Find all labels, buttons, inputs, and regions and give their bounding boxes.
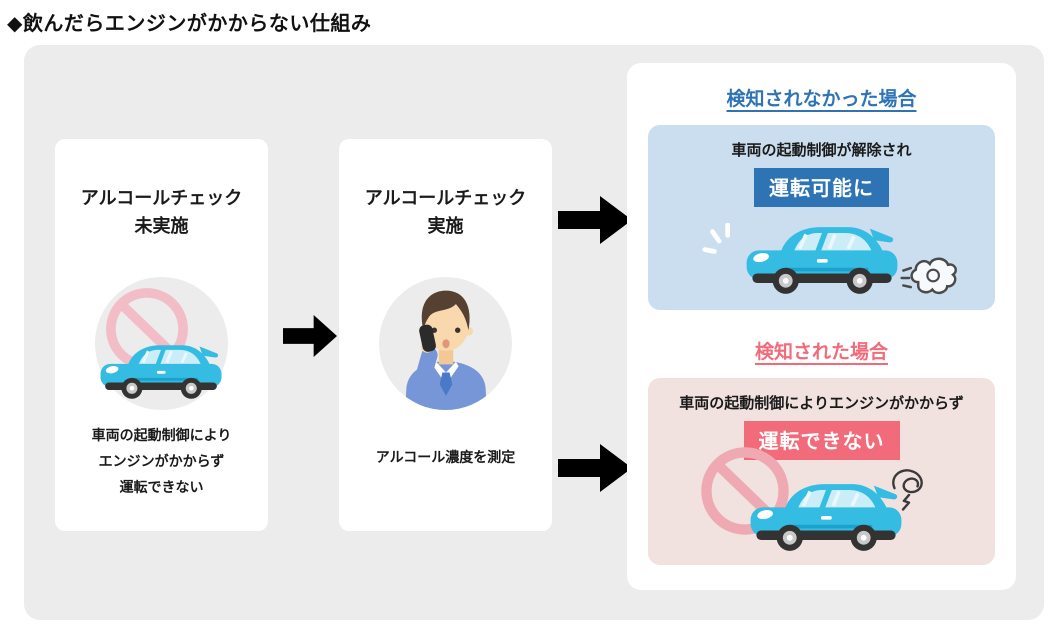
person-breathalyzer-icon <box>383 287 509 410</box>
flow-arrow-pink-icon <box>558 444 632 492</box>
card-caption-line: 運転できない <box>119 479 204 495</box>
card-caption: アルコール濃度を測定 <box>339 444 552 470</box>
car-icon <box>97 337 225 407</box>
card-outcomes: 検知されなかった場合 車両の起動制御が解除され 運転可能に 検知された場合 車両… <box>627 63 1016 590</box>
card-caption: 車両の起動制御により エンジンがかからず 運転できない <box>55 422 268 500</box>
car-icon <box>746 474 906 561</box>
panel-description: 車両の起動制御によりエンジンがかからず <box>679 395 964 412</box>
card-heading-line: 実施 <box>427 216 464 236</box>
not-drivable-badge: 運転できない <box>743 421 900 460</box>
card-heading: アルコールチェック 実施 <box>339 184 552 240</box>
diagram-board: アルコールチェック 未実施 車両の起動制御により エンジンがかからず 運転できな… <box>24 45 1044 620</box>
outcome-detected-heading: 検知された場合 <box>754 342 888 363</box>
panel-description: 車両の起動制御が解除され <box>731 142 912 159</box>
blocked-car-illustration <box>95 277 228 410</box>
car-icon <box>742 217 902 304</box>
exhaust-puff-icon <box>900 249 958 307</box>
card-alcohol-check-not-done: アルコールチェック 未実施 車両の起動制御により エンジンがかからず 運転できな… <box>55 139 268 531</box>
page-title: ◆飲んだらエンジンがかからない仕組み <box>7 13 372 35</box>
flow-arrow-blue-icon <box>558 196 632 244</box>
outcome-not-detected-heading: 検知されなかった場合 <box>726 89 917 110</box>
card-heading-line: アルコールチェック <box>80 188 243 208</box>
flow-arrow-gray-icon <box>283 315 337 357</box>
engine-stall-squiggle-icon <box>886 466 932 512</box>
card-caption-line: 車両の起動制御により <box>91 427 232 443</box>
card-heading-line: アルコールチェック <box>364 188 527 208</box>
panel-not-detected: 車両の起動制御が解除され 運転可能に <box>648 125 995 310</box>
card-caption-line: アルコール濃度を測定 <box>375 449 516 465</box>
card-heading-line: 未実施 <box>134 216 189 236</box>
drivable-badge: 運転可能に <box>754 168 889 207</box>
panel-detected: 車両の起動制御によりエンジンがかからず 運転できない <box>648 378 995 565</box>
card-caption-line: エンジンがかからず <box>98 453 225 469</box>
breathalyzer-test-illustration <box>379 277 512 410</box>
sparkle-icon <box>702 223 740 261</box>
card-alcohol-check-done: アルコールチェック 実施 アルコール濃度を測定 <box>339 139 552 531</box>
card-heading: アルコールチェック 未実施 <box>55 184 268 240</box>
